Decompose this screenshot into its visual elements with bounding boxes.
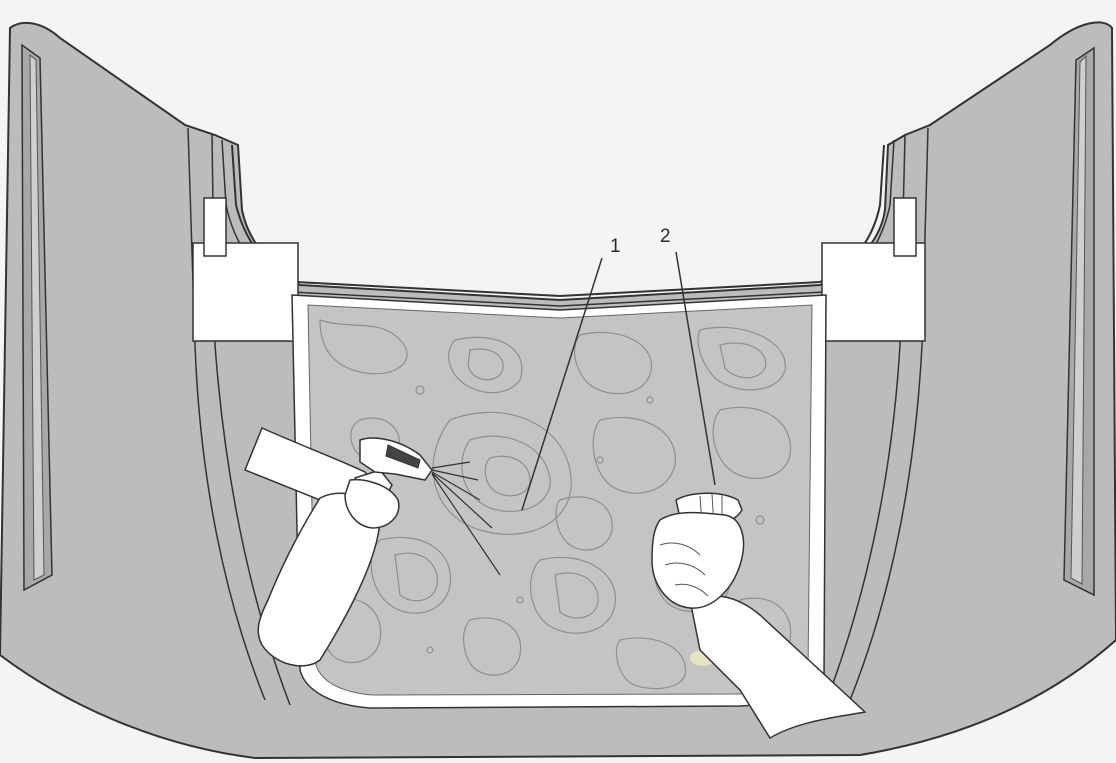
right-bracket — [822, 198, 925, 341]
right-bracket-plate — [822, 243, 925, 341]
right-clip — [894, 198, 916, 256]
left-bracket — [193, 198, 298, 341]
left-bracket-plate — [193, 243, 298, 341]
roof-channel — [232, 145, 884, 296]
callout-1-label: 1 — [610, 236, 621, 257]
left-clip — [204, 198, 226, 256]
roof-channel-inner — [222, 140, 894, 306]
callout-2-label: 2 — [660, 226, 671, 247]
